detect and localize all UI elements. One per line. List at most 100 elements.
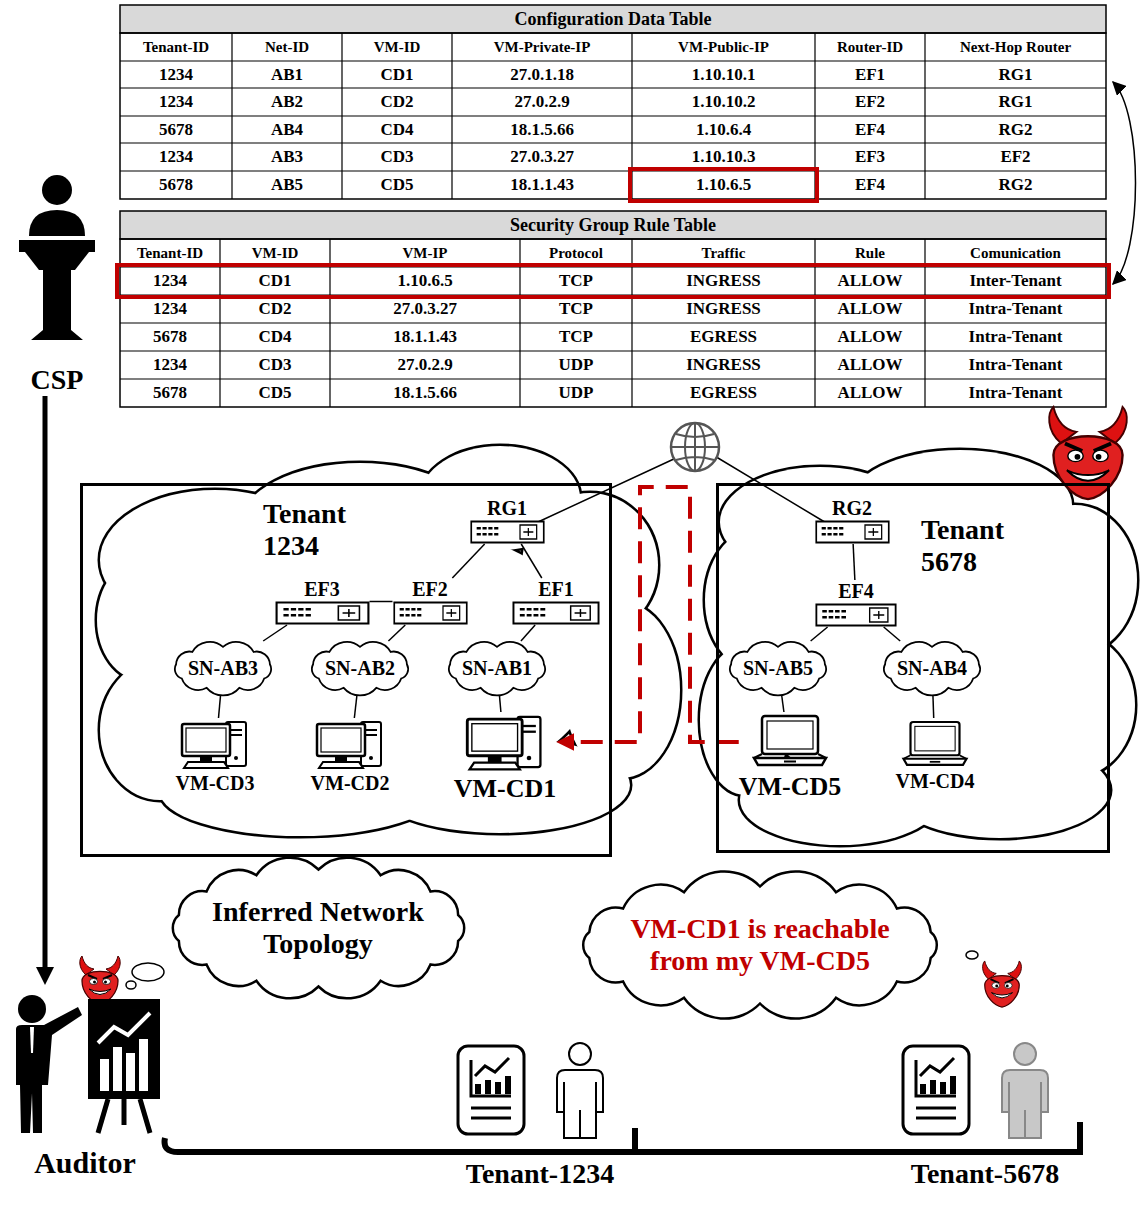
table-cell: 1.10.10.2 <box>632 88 815 116</box>
table-cell: RG1 <box>925 88 1106 116</box>
table-cell: 1.10.10.1 <box>632 61 815 88</box>
auditor-figure-icon <box>16 995 160 1133</box>
column-header: Traffic <box>632 239 815 267</box>
table-cell: 27.0.1.18 <box>452 61 632 88</box>
presenter-figure: CSP <box>17 172 97 396</box>
security-table-grid <box>120 211 1106 407</box>
column-header: VM-ID <box>220 239 330 267</box>
table-cell: 1234 <box>120 267 220 295</box>
table-cell: 1.10.6.5 <box>632 171 815 199</box>
vm-desktop-icon <box>182 722 246 768</box>
callout-text: VM-CD1 is reachable from my VM-CD5 <box>623 913 898 977</box>
flow-arrow <box>43 396 48 967</box>
subnet-cloud: SN-AB5 <box>722 641 834 695</box>
tenant-cloud <box>140 520 600 800</box>
table-cell: CD4 <box>220 323 330 351</box>
link-arrow <box>1113 82 1136 284</box>
table-cell: 1.10.10.3 <box>632 143 815 171</box>
cloud-outline <box>583 871 937 1018</box>
table-cell: 27.0.2.9 <box>330 351 520 379</box>
router-icon <box>513 603 598 624</box>
table-cell: Intra-Tenant <box>925 295 1106 323</box>
table-cell: EGRESS <box>632 323 815 351</box>
column-header: Protocol <box>520 239 632 267</box>
tenant-cloud <box>700 450 1137 845</box>
router-label: RG1 <box>470 497 545 520</box>
table-cell: TCP <box>520 267 632 295</box>
column-header: VM-IP <box>330 239 520 267</box>
timeline-bar <box>165 1138 1083 1152</box>
vm-laptop: VM-CD5 <box>739 712 842 802</box>
vm-label: VM-CD2 <box>311 772 390 795</box>
figure-label: Tenant-5678 <box>900 1158 1070 1190</box>
table-cell: 1234 <box>120 143 232 171</box>
highlight-box <box>117 169 1109 297</box>
tenant-region: RG2EF4SN-AB5SN-AB4VM-CD5VM-CD4Tenant 567… <box>716 483 1110 853</box>
table-cell: 5678 <box>120 116 232 143</box>
vm-desktop: VM-CD1 <box>454 712 557 804</box>
subnet-label: SN-AB1 <box>462 657 532 680</box>
table-cell: EF4 <box>815 171 925 199</box>
thought-cloud: Inferred Network Topology <box>150 853 487 1003</box>
vm-laptop-icon <box>754 716 826 765</box>
table-cell: 5678 <box>120 323 220 351</box>
subnet-cloud: SN-AB1 <box>441 641 553 695</box>
router-icon <box>815 520 890 544</box>
subnet-label: SN-AB3 <box>188 657 258 680</box>
network-link <box>521 625 535 641</box>
table-cell: EF1 <box>815 61 925 88</box>
thought-cloud: VM-CD1 is reachable from my VM-CD5 <box>554 870 966 1020</box>
column-header: Comunication <box>925 239 1106 267</box>
table-cell: ALLOW <box>815 267 925 295</box>
tenant-cloud <box>700 450 1137 845</box>
tenant-cloud <box>700 450 1137 845</box>
tenant-figure: Tenant-5678 <box>900 1040 1070 1190</box>
table-cell: Intra-Tenant <box>925 323 1106 351</box>
column-header: Net-ID <box>232 33 342 61</box>
table-cell: 1.10.6.4 <box>632 116 815 143</box>
network-link <box>263 625 287 641</box>
tenant-figure-icon <box>455 1040 625 1140</box>
router-label: EF1 <box>512 578 600 601</box>
table-cell: 1234 <box>120 88 232 116</box>
vm-desktop-icon <box>465 712 545 772</box>
figure-label: Tenant-1234 <box>455 1158 625 1190</box>
table-cell: EF3 <box>815 143 925 171</box>
table-cell: 27.0.3.27 <box>330 295 520 323</box>
router-icon <box>394 603 467 624</box>
tenant-cloud <box>740 520 1100 800</box>
network-link <box>452 544 484 578</box>
subnet-cloud: SN-AB4 <box>876 641 988 695</box>
tenant-figure: Tenant-1234 <box>455 1040 625 1190</box>
table-cell: CD4 <box>342 116 452 143</box>
highlight-box <box>630 169 817 201</box>
table-cell: 5678 <box>120 171 232 199</box>
table-cell: CD3 <box>342 143 452 171</box>
table-cell: RG2 <box>925 171 1106 199</box>
network-link <box>521 544 542 578</box>
thought-bubble <box>966 951 978 959</box>
cloud-outline <box>172 858 463 999</box>
table-cell: CD1 <box>342 61 452 88</box>
table-cell: INGRESS <box>632 267 815 295</box>
table-cell: TCP <box>520 295 632 323</box>
thought-bubble <box>126 981 136 989</box>
router-icon <box>816 605 895 626</box>
vm-label: VM-CD4 <box>896 770 975 793</box>
table-cell: AB4 <box>232 116 342 143</box>
table-cell: 18.1.5.66 <box>330 379 520 407</box>
column-header: Next-Hop Router <box>925 33 1106 61</box>
column-header: VM-ID <box>342 33 452 61</box>
table-cell: 1234 <box>120 61 232 88</box>
vm-desktop-icon <box>180 718 250 770</box>
vm-label: VM-CD5 <box>739 772 842 802</box>
table-cell: RG2 <box>925 116 1106 143</box>
table-cell: EGRESS <box>632 379 815 407</box>
tenant-cloud <box>97 446 680 836</box>
router: EF2 <box>393 578 468 625</box>
table-cell: CD1 <box>220 267 330 295</box>
router-label: EF3 <box>275 578 370 601</box>
presenter-figure-icon <box>19 175 95 340</box>
table-cell: ALLOW <box>815 379 925 407</box>
